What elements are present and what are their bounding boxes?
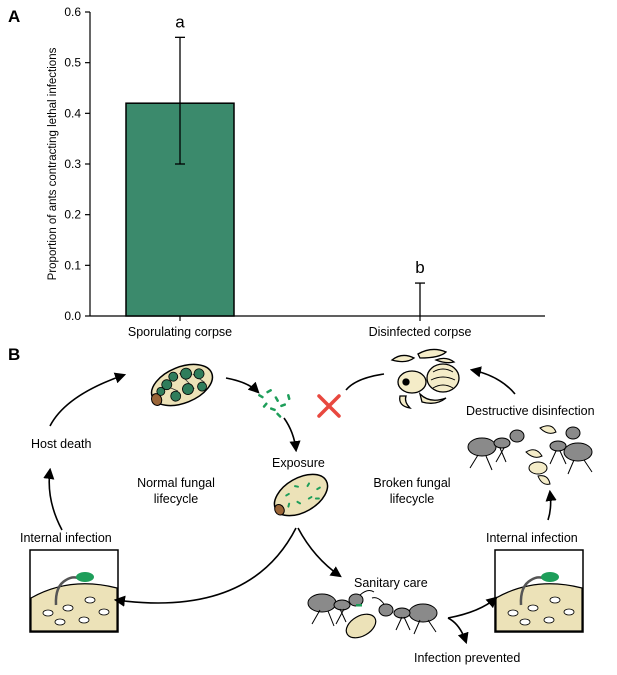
arrow-disinfection-to-corpse [469, 366, 516, 395]
y-tick-label: 0.2 [64, 208, 81, 222]
label-destructive-disinfection: Destructive disinfection [466, 404, 595, 418]
y-tick-label: 0.3 [64, 157, 81, 171]
y-tick-label: 0.4 [64, 106, 81, 120]
panel-b-label: B [8, 345, 20, 364]
spores-icon [258, 388, 291, 418]
label-sanitary-care: Sanitary care [354, 576, 428, 590]
y-tick-label: 0.6 [64, 5, 81, 19]
arrow-spores-to-exposure [283, 417, 301, 453]
line-disinfected-to-cross [345, 373, 385, 391]
arrow-care-to-prevented [447, 617, 469, 645]
sporulating-corpse-icon [150, 363, 214, 407]
arrow-care-to-internal-infection [447, 596, 498, 619]
exposed-corpse-icon [273, 473, 329, 517]
arrow-infection-to-disinfection [545, 489, 557, 521]
lifecycle-diagram: Host death Exposure Normal fungallifecyc… [20, 348, 595, 665]
disinfected-corpse-icon [390, 348, 460, 409]
label-host-death: Host death [31, 437, 92, 451]
arrow-infection-to-host-death [43, 467, 63, 531]
destructive-disinfection-ants-icon [467, 425, 593, 485]
category-label: Sporulating corpse [128, 325, 232, 339]
arrow-corpse-to-spores [225, 377, 260, 394]
internal-infection-box-right [494, 549, 584, 633]
arrow-host-death-to-corpse [49, 372, 127, 427]
arrow-exposure-to-sanitary-care [297, 527, 342, 578]
bar-chart: 0.00.10.20.30.40.50.6 ab Sporulating cor… [47, 5, 545, 339]
significance-letter: a [175, 12, 185, 31]
y-tick-label: 0.1 [64, 258, 81, 272]
y-axis-title: Proportion of ants contracting lethal in… [47, 47, 59, 280]
internal-infection-box-left [29, 549, 119, 633]
label-internal-infection-right: Internal infection [486, 531, 578, 545]
label-exposure: Exposure [272, 456, 325, 470]
panel-a-label: A [8, 7, 20, 26]
category-labels: Sporulating corpse Disinfected corpse [128, 325, 472, 339]
bars: ab [125, 12, 425, 321]
blocked-cross-icon [317, 394, 341, 418]
sanitary-care-ants-icon [307, 590, 438, 639]
category-label: Disinfected corpse [369, 325, 472, 339]
label-internal-infection-left: Internal infection [20, 531, 112, 545]
y-ticks: 0.0 0.1 0.2 0.3 0.4 0.5 0.6 [64, 5, 90, 323]
label-infection-prevented: Infection prevented [414, 651, 520, 665]
y-tick-label: 0.5 [64, 56, 81, 70]
arrow-exposure-to-internal-infection [113, 527, 297, 607]
significance-letter: b [415, 258, 424, 277]
y-tick-label: 0.0 [64, 309, 81, 323]
